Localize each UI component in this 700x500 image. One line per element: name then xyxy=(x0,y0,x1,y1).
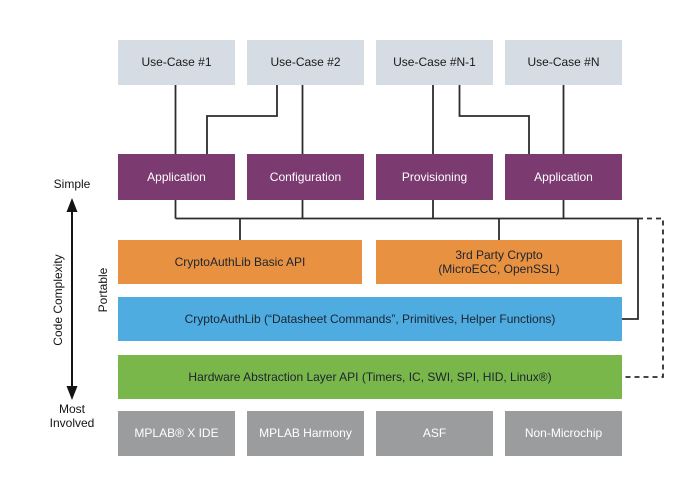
hal-label: Hardware Abstraction Layer API (Timers, … xyxy=(188,369,552,384)
complexity-most-involved-label: Most Involved xyxy=(30,402,114,430)
use-case-2-label: Use-Case #2 xyxy=(270,55,341,70)
code-complexity-arrow xyxy=(66,198,78,400)
use-case-n-label: Use-Case #N xyxy=(527,55,600,70)
most-label: Most xyxy=(58,402,85,416)
non-microchip-label: Non-Microchip xyxy=(524,426,603,441)
complexity-simple-label: Simple xyxy=(53,177,91,191)
application-1-box: Application xyxy=(118,154,235,200)
configuration-box: Configuration xyxy=(247,154,364,200)
use-case-n1-label: Use-Case #N-1 xyxy=(393,55,476,70)
mplab-x-ide-box: MPLAB® X IDE xyxy=(118,411,235,456)
hal-box: Hardware Abstraction Layer API (Timers, … xyxy=(118,355,622,399)
provisioning-box: Provisioning xyxy=(376,154,493,200)
portable-label: Portable xyxy=(96,267,110,313)
cryptoauthlib-basic-api-box: CryptoAuthLib Basic API xyxy=(118,240,362,284)
connector-bus-cryptoauthlib xyxy=(622,218,639,320)
involved-label: Involved xyxy=(49,416,95,431)
cryptoauthlib-label: CryptoAuthLib (“Datasheet Commands”, Pri… xyxy=(184,311,556,326)
mplab-x-ide-label: MPLAB® X IDE xyxy=(134,426,219,441)
third-party-crypto-label-line1: 3rd Party Crypto xyxy=(455,247,543,262)
connector-ucn1-application xyxy=(458,85,530,154)
arrowhead-up-icon xyxy=(66,198,78,212)
arrowhead-down-icon xyxy=(66,386,78,400)
third-party-crypto-box: 3rd Party Crypto (MicroECC, OpenSSL) xyxy=(376,240,622,284)
use-case-1-box: Use-Case #1 xyxy=(118,40,235,85)
provisioning-label: Provisioning xyxy=(401,169,468,184)
mplab-harmony-label: MPLAB Harmony xyxy=(259,426,352,441)
use-case-n1-box: Use-Case #N-1 xyxy=(376,40,493,85)
asf-box: ASF xyxy=(376,411,493,456)
application-2-label: Application xyxy=(534,169,593,184)
application-1-label: Application xyxy=(147,169,206,184)
use-case-n-box: Use-Case #N xyxy=(505,40,622,85)
use-case-2-box: Use-Case #2 xyxy=(247,40,364,85)
mplab-harmony-box: MPLAB Harmony xyxy=(247,411,364,456)
application-2-box: Application xyxy=(505,154,622,200)
non-microchip-box: Non-Microchip xyxy=(505,411,622,456)
cryptoauthlib-basic-api-label: CryptoAuthLib Basic API xyxy=(174,254,306,269)
connector-uc2-application xyxy=(206,85,278,154)
third-party-crypto-label-line2: (MicroECC, OpenSSL) xyxy=(438,262,560,276)
use-case-1-label: Use-Case #1 xyxy=(141,55,212,70)
cryptoauthlib-box: CryptoAuthLib (“Datasheet Commands”, Pri… xyxy=(118,297,622,341)
connector-bus-hal-dashed xyxy=(622,217,664,378)
asf-label: ASF xyxy=(422,426,447,441)
code-complexity-label: Code Complexity xyxy=(51,254,65,346)
configuration-label: Configuration xyxy=(269,169,342,184)
